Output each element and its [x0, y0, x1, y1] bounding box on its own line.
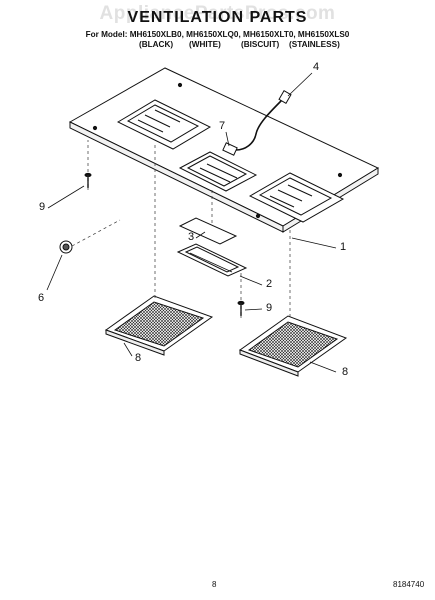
color-stainless: (STAINLESS) — [289, 40, 340, 49]
callout-9-right: 9 — [266, 302, 273, 314]
page-number: 8 — [212, 580, 217, 589]
color-white: (WHITE) — [189, 40, 221, 49]
leader-lines — [46, 72, 337, 373]
color-black: (BLACK) — [139, 40, 174, 49]
filter-left-part-8 — [104, 295, 214, 356]
callout-9-left: 9 — [39, 201, 46, 213]
filter-right-part-8 — [238, 315, 348, 377]
page-title: VENTILATION PARTS — [127, 9, 308, 26]
callout-8-left: 8 — [135, 352, 142, 364]
grille-frame-part-2 — [176, 243, 248, 277]
callout-2: 2 — [266, 278, 273, 290]
plug-part-6 — [59, 240, 73, 254]
callout-8-right: 8 — [342, 366, 349, 378]
damper-part-3 — [178, 217, 238, 245]
color-biscuit: (BISCUIT) — [241, 40, 280, 49]
document-number: 8184740 — [393, 580, 425, 589]
callout-3: 3 — [188, 231, 195, 243]
vent-panel-part-1 — [68, 67, 380, 233]
callout-6: 6 — [38, 292, 45, 304]
alignment-lines — [71, 140, 291, 318]
callout-4: 4 — [313, 61, 320, 73]
callout-1: 1 — [340, 241, 347, 253]
model-list: For Model: MH6150XLB0, MH6150XLQ0, MH615… — [85, 30, 350, 39]
callout-7: 7 — [219, 120, 226, 132]
